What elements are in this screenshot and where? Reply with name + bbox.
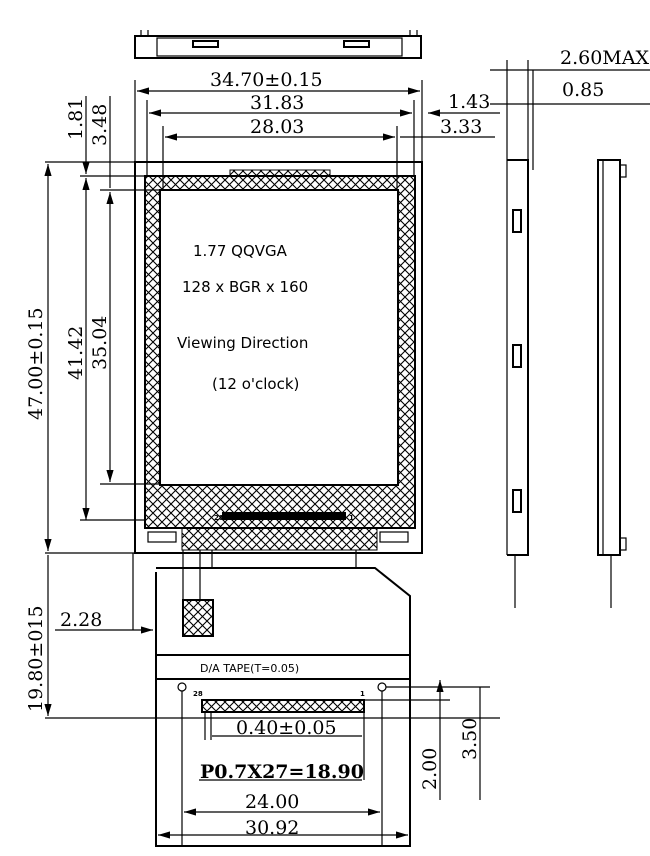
dim-fpc-offset: 2.28 <box>60 609 102 631</box>
dim-fpc-width: 30.92 <box>245 817 299 839</box>
dim-active-width: 28.03 <box>250 116 304 138</box>
fpc-connector-pads <box>201 699 365 713</box>
dim-top-margin-active: 3.48 <box>89 104 111 146</box>
pad-label-first: 1 <box>349 514 354 522</box>
dim-right-margin-active: 3.33 <box>440 116 482 138</box>
side-views <box>506 60 627 608</box>
dim-pitch-total: P0.7X27=18.90 <box>200 761 364 783</box>
dim-outline-width: 34.70±0.15 <box>210 69 323 91</box>
lcd-module-front: 28 1 1.77 QQVGA 128 x BGR x 160 Viewing … <box>134 161 423 554</box>
dim-hole-offset: 2.00 <box>419 748 441 790</box>
dim-fpc-tail: 3.50 <box>459 718 481 760</box>
size-type-label: 1.77 QQVGA <box>193 242 288 260</box>
dim-glass-height: 41.42 <box>65 326 87 380</box>
dim-thickness-max: 2.60MAX <box>560 47 649 69</box>
ic-chip <box>222 512 346 520</box>
pad-label-last: 28 <box>214 514 224 522</box>
viewing-direction-value: (12 o'clock) <box>212 375 299 393</box>
fpc-tail: D/A TAPE(T=0.05) 28 1 <box>155 550 411 847</box>
dim-pin-width: 0.40±0.05 <box>236 717 337 739</box>
top-side-view <box>134 30 422 59</box>
dim-outline-height: 47.00±0.15 <box>25 307 47 420</box>
dim-active-height: 35.04 <box>89 316 111 370</box>
viewing-direction-label: Viewing Direction <box>177 334 308 352</box>
dim-fpc-length: 19.80±015 <box>25 605 47 712</box>
dim-glass-thickness: 0.85 <box>562 79 604 101</box>
dim-connector-width: 24.00 <box>245 791 299 813</box>
tape-label: D/A TAPE(T=0.05) <box>200 662 299 675</box>
dim-glass-width: 31.83 <box>250 92 304 114</box>
dim-top-margin-glass: 1.81 <box>65 98 87 140</box>
pin-label-first: 1 <box>360 690 365 698</box>
dim-right-margin-glass: 1.43 <box>448 91 490 113</box>
resolution-label: 128 x BGR x 160 <box>182 278 308 296</box>
pin-label-last: 28 <box>193 690 203 698</box>
dimension-lines <box>44 69 650 839</box>
active-area <box>159 189 399 486</box>
